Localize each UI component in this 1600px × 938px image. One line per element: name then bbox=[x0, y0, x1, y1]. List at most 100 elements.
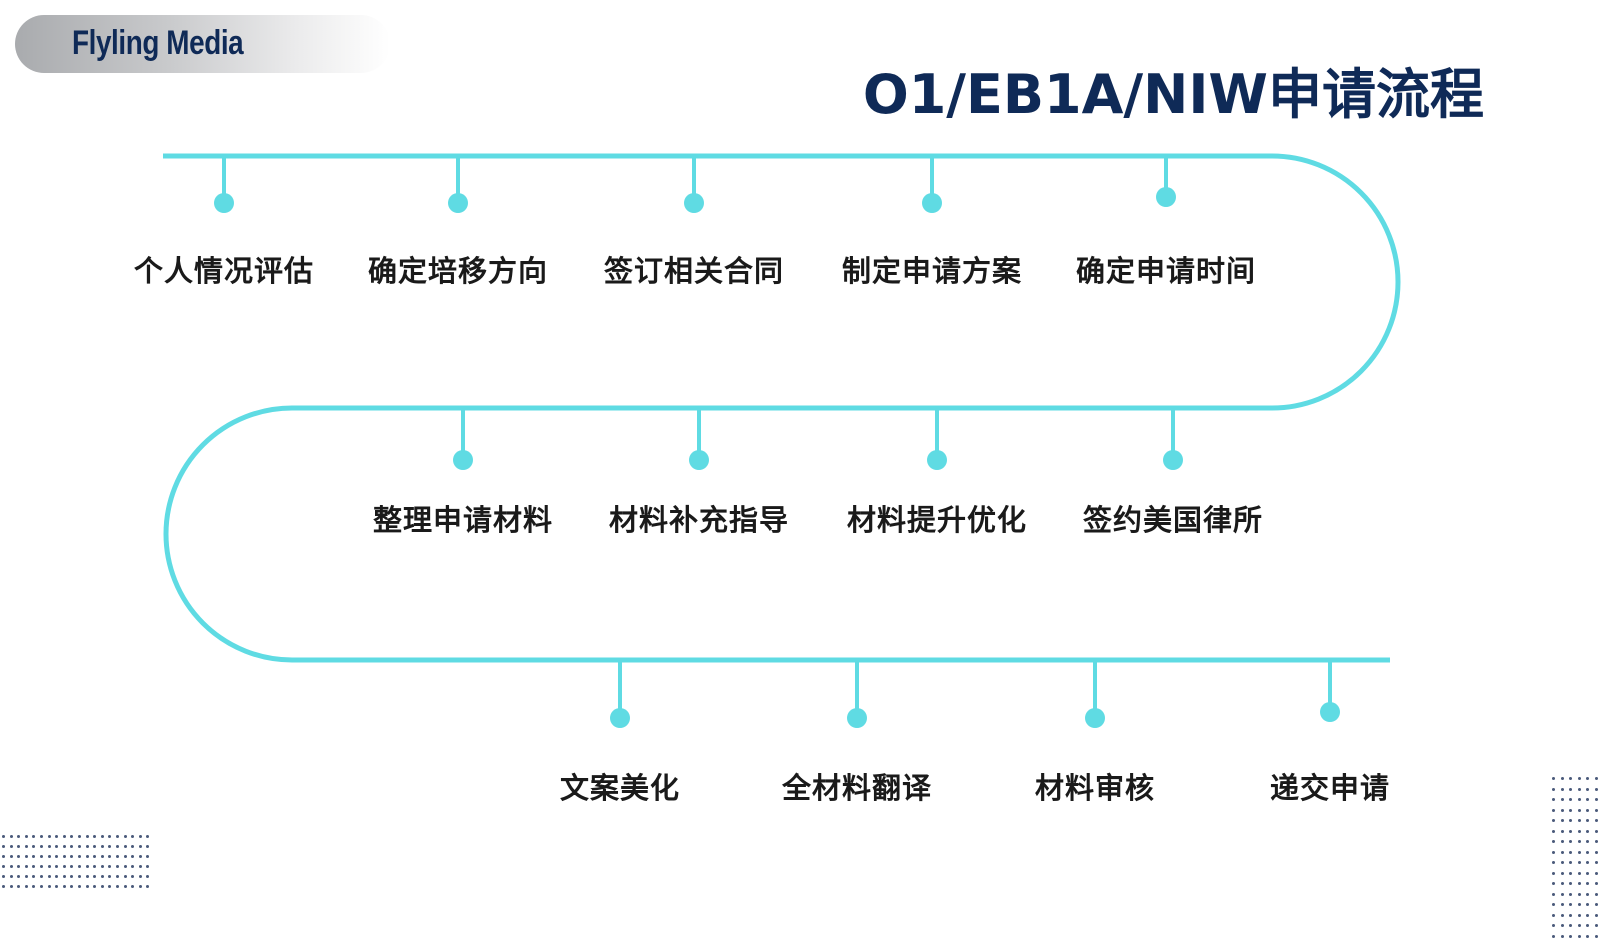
decorative-dot bbox=[1594, 892, 1598, 896]
decorative-dot bbox=[100, 845, 104, 848]
decorative-dot bbox=[39, 835, 43, 838]
decorative-dot bbox=[55, 875, 59, 878]
step-label-4: 制定申请方案 bbox=[841, 254, 1023, 288]
decorative-dot bbox=[1577, 798, 1581, 801]
decorative-dot bbox=[1552, 777, 1555, 780]
decorative-dot bbox=[1577, 913, 1581, 917]
decorative-dot bbox=[146, 855, 150, 858]
decorative-dot bbox=[1594, 913, 1598, 917]
decorative-dot bbox=[1594, 808, 1598, 812]
decorative-dot bbox=[1586, 861, 1589, 864]
decorative-dot bbox=[9, 885, 13, 888]
step-label-8: 材料提升优化 bbox=[846, 503, 1028, 537]
step-marker-4 bbox=[922, 193, 942, 213]
decorative-dot bbox=[1552, 819, 1555, 822]
decorative-dot bbox=[93, 835, 97, 838]
decorative-dot bbox=[108, 845, 112, 848]
decorative-dot bbox=[32, 865, 36, 868]
decorative-dot bbox=[1577, 829, 1581, 833]
decorative-dot bbox=[1577, 892, 1581, 896]
decorative-dot bbox=[1560, 903, 1564, 906]
decorative-dot bbox=[62, 885, 66, 888]
decorative-dot bbox=[1594, 840, 1598, 843]
decorative-dot bbox=[77, 885, 81, 888]
decorative-dot bbox=[70, 845, 74, 848]
decorative-dot bbox=[1569, 924, 1572, 927]
decorative-dot bbox=[138, 855, 142, 858]
decorative-dot bbox=[93, 855, 97, 858]
decorative-dot bbox=[32, 885, 36, 888]
decorative-dot bbox=[131, 845, 135, 848]
decorative-dot bbox=[1552, 934, 1555, 938]
decorative-dot bbox=[1569, 903, 1572, 906]
decorative-dot-grid-left bbox=[2, 835, 150, 888]
decorative-dot bbox=[2, 855, 5, 858]
step-label-6: 整理申请材料 bbox=[372, 503, 554, 537]
decorative-dot bbox=[131, 855, 135, 858]
decorative-dot bbox=[47, 855, 51, 858]
decorative-dot bbox=[1577, 777, 1581, 780]
step-label-11: 全材料翻译 bbox=[781, 771, 933, 805]
decorative-dot bbox=[62, 845, 66, 848]
decorative-dot bbox=[123, 875, 127, 878]
decorative-dot bbox=[1577, 850, 1581, 854]
decorative-dot bbox=[93, 845, 97, 848]
decorative-dot bbox=[1560, 924, 1564, 927]
step-label-7: 材料补充指导 bbox=[608, 503, 790, 537]
decorative-dot bbox=[24, 865, 28, 868]
decorative-dot bbox=[1552, 871, 1555, 875]
decorative-dot bbox=[1586, 882, 1589, 885]
decorative-dot bbox=[1569, 829, 1572, 833]
decorative-dot bbox=[85, 865, 89, 868]
decorative-dot bbox=[1560, 829, 1564, 833]
decorative-dot bbox=[24, 835, 28, 838]
decorative-dot bbox=[93, 885, 97, 888]
decorative-dot bbox=[1552, 850, 1555, 854]
decorative-dot bbox=[9, 845, 13, 848]
decorative-dot bbox=[17, 875, 21, 878]
decorative-dot bbox=[62, 835, 66, 838]
decorative-dot bbox=[1586, 924, 1589, 927]
decorative-dot bbox=[24, 875, 28, 878]
decorative-dot bbox=[1586, 871, 1589, 875]
decorative-dot bbox=[115, 885, 119, 888]
decorative-dot bbox=[146, 845, 150, 848]
decorative-dot bbox=[1552, 903, 1555, 906]
step-marker-12 bbox=[1085, 708, 1105, 728]
decorative-dot bbox=[1569, 934, 1572, 938]
decorative-dot bbox=[24, 845, 28, 848]
decorative-dot bbox=[131, 835, 135, 838]
decorative-dot bbox=[123, 885, 127, 888]
decorative-dot bbox=[1586, 840, 1589, 843]
step-marker-2 bbox=[448, 193, 468, 213]
decorative-dot bbox=[1569, 861, 1572, 864]
decorative-dot bbox=[1569, 840, 1572, 843]
decorative-dot bbox=[115, 845, 119, 848]
decorative-dot bbox=[1569, 819, 1572, 822]
step-marker-9 bbox=[1163, 450, 1183, 470]
decorative-dot bbox=[77, 865, 81, 868]
step-marker-3 bbox=[684, 193, 704, 213]
decorative-dot bbox=[1594, 871, 1598, 875]
decorative-dot bbox=[32, 875, 36, 878]
decorative-dot bbox=[39, 845, 43, 848]
decorative-dot bbox=[1569, 808, 1572, 812]
page-title: O1/EB1A/NIW申请流程 bbox=[862, 63, 1484, 126]
decorative-dot bbox=[70, 885, 74, 888]
decorative-dot bbox=[17, 855, 21, 858]
decorative-dot bbox=[115, 875, 119, 878]
decorative-dot bbox=[55, 865, 59, 868]
decorative-dot bbox=[47, 875, 51, 878]
decorative-dot bbox=[1577, 882, 1581, 885]
decorative-dot bbox=[9, 835, 13, 838]
decorative-dot bbox=[146, 875, 150, 878]
decorative-dot bbox=[1586, 829, 1589, 833]
decorative-dot bbox=[1560, 871, 1564, 875]
step-marker-7 bbox=[689, 450, 709, 470]
decorative-dot bbox=[1594, 934, 1598, 938]
decorative-dot bbox=[1594, 819, 1598, 822]
decorative-dot bbox=[1552, 882, 1555, 885]
decorative-dot bbox=[1560, 840, 1564, 843]
decorative-dot bbox=[1560, 787, 1564, 791]
decorative-dot bbox=[1560, 819, 1564, 822]
